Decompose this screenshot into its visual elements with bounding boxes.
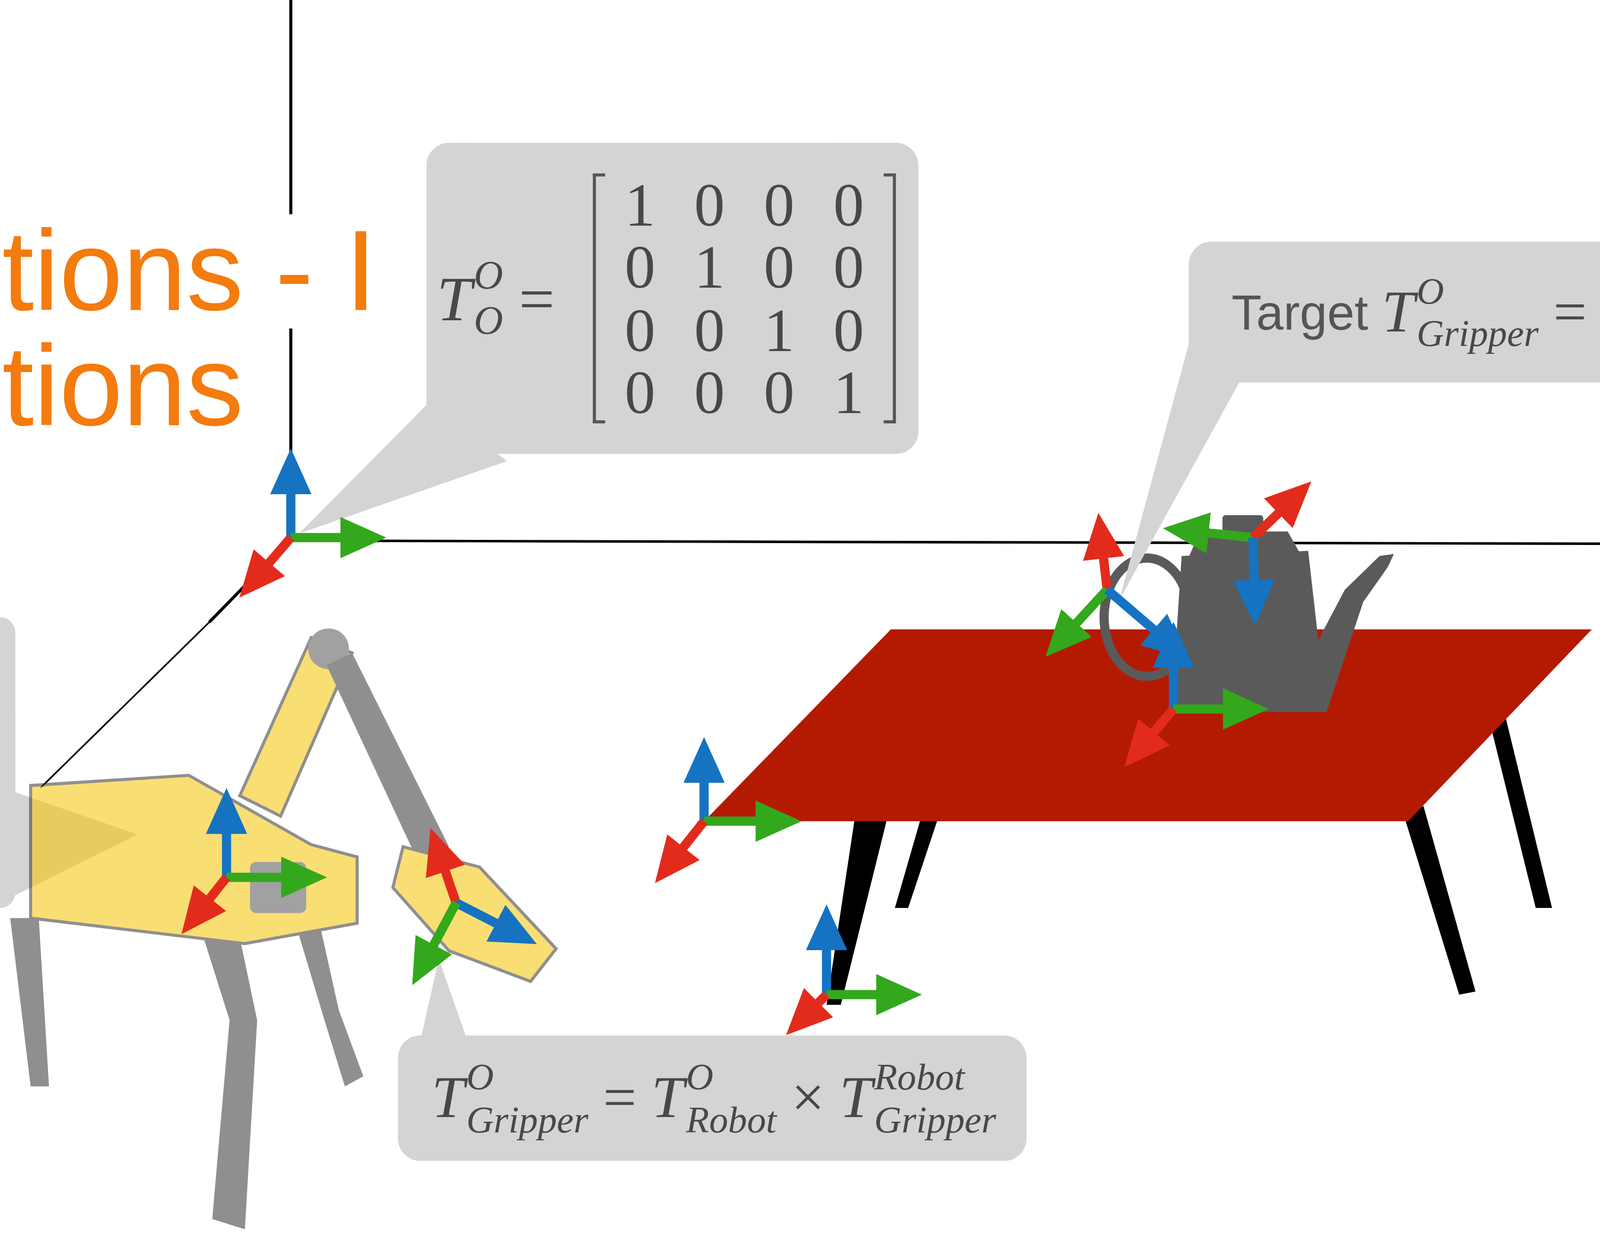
math-scripts: OO xyxy=(473,255,504,342)
x-axis-arrow xyxy=(815,994,827,1006)
y-axis-arrow xyxy=(226,872,286,883)
robot-arm xyxy=(326,652,450,863)
math-scripts: O Gripper xyxy=(466,1058,589,1139)
matrix-cell: 1 xyxy=(744,298,814,361)
robot-leg xyxy=(10,918,49,1087)
table-top xyxy=(704,629,1593,822)
y-axis-arrow xyxy=(290,533,346,543)
matrix-cell: 0 xyxy=(605,298,675,361)
matrix-bracket xyxy=(883,173,896,424)
math-variable: T xyxy=(839,1068,873,1129)
z-axis-arrow xyxy=(286,489,296,538)
matrix-cell: 0 xyxy=(813,235,884,299)
teapot-lid xyxy=(1188,531,1303,558)
callout-box: TOO=1000010000100001 xyxy=(426,142,919,455)
z-axis-arrow xyxy=(1107,589,1157,633)
y-axis-arrow xyxy=(704,817,761,827)
math-subscript: Robot xyxy=(685,1100,777,1139)
y-axis-arrow xyxy=(826,990,881,1000)
matrix: 1000010000100001 xyxy=(592,173,897,424)
robot-body xyxy=(30,775,358,944)
callout-box: TargetTO Gripper = xyxy=(1188,242,1600,383)
math-variable: T xyxy=(431,1068,465,1129)
x-axis-arrow xyxy=(1253,510,1282,538)
x-axis-arrow xyxy=(443,867,457,904)
x-axis-arrow xyxy=(1150,709,1174,736)
math-operator: × xyxy=(791,1068,825,1129)
matrix-cell: 1 xyxy=(813,361,884,424)
z-axis-arrow xyxy=(1253,537,1254,585)
math-symbol: TOO xyxy=(436,255,504,342)
matrix-cell: 0 xyxy=(605,361,675,424)
x-axis-arrow xyxy=(1102,554,1108,590)
math-superscript: O xyxy=(466,1058,494,1096)
math-subscript: O xyxy=(473,301,504,342)
x-axis-arrow xyxy=(207,877,227,903)
callout-pointer xyxy=(420,959,468,1041)
y-axis-arrow xyxy=(431,903,457,949)
table-leg xyxy=(894,816,939,909)
world-axis-line xyxy=(41,622,210,788)
y-axis-arrow xyxy=(1073,589,1108,627)
matrix-cell: 0 xyxy=(674,173,745,236)
x-axis-arrow xyxy=(266,537,291,567)
z-axis-arrow xyxy=(1169,663,1179,709)
matrix-cell: 1 xyxy=(674,235,745,299)
matrix-bracket xyxy=(592,173,606,424)
math-subscript: Gripper xyxy=(1416,314,1539,353)
math-scripts: O Robot xyxy=(685,1058,777,1139)
y-axis-arrow xyxy=(1173,704,1228,714)
z-axis-arrow xyxy=(456,903,500,926)
coordinate-frames xyxy=(207,489,1282,1006)
math-symbol: TRobotGripper xyxy=(839,1058,997,1139)
math-operator: = xyxy=(602,1068,637,1129)
matrix-cell: 0 xyxy=(674,361,745,424)
robot-leg xyxy=(199,923,258,1230)
math-superscript: O xyxy=(1416,271,1445,310)
robot-gripper xyxy=(392,846,556,982)
matrix-cell: 0 xyxy=(744,173,814,236)
callout-label: Target xyxy=(1231,287,1369,337)
teapot-body xyxy=(1171,551,1327,713)
z-axis-arrow xyxy=(822,945,832,995)
world-axis-line xyxy=(290,540,1600,545)
callout-box: TOGripper=TORobot×TRobotGripper xyxy=(397,1035,1027,1161)
z-axis-arrow xyxy=(699,778,709,822)
matrix-cell: 0 xyxy=(605,235,675,299)
table-leg xyxy=(1487,711,1552,908)
math-symbol: TO Gripper xyxy=(431,1058,589,1139)
robot-leg xyxy=(293,918,364,1087)
table-leg xyxy=(826,816,888,1006)
math-superscript: O xyxy=(685,1058,714,1096)
math-symbol: TO Gripper xyxy=(1381,271,1539,353)
table-leg xyxy=(1404,806,1476,996)
robot-sensor xyxy=(249,862,306,914)
math-variable: T xyxy=(436,267,472,331)
matrix-cell: 0 xyxy=(813,173,884,236)
y-axis-arrow xyxy=(1204,532,1254,538)
math-superscript: O xyxy=(473,255,504,297)
math-operator: = xyxy=(1553,282,1587,342)
matrix-cell: 0 xyxy=(744,235,814,299)
slide-title: tions - I xyxy=(1,214,380,329)
math-scripts: RobotGripper xyxy=(874,1058,997,1139)
math-variable: T xyxy=(1381,282,1415,342)
math-scripts: O Gripper xyxy=(1416,271,1539,353)
slide-title: tions xyxy=(1,329,247,444)
matrix-cell: 0 xyxy=(813,298,884,361)
z-axis-arrow xyxy=(221,829,232,878)
math-operator: = xyxy=(519,267,555,331)
math-subscript: Gripper xyxy=(874,1100,997,1139)
x-axis-arrow xyxy=(680,821,704,851)
matrix-cell: 0 xyxy=(744,361,814,424)
matrix-cell: 1 xyxy=(605,173,675,236)
math-subscript: Gripper xyxy=(466,1100,589,1139)
math-symbol: TO Robot xyxy=(651,1058,777,1139)
math-superscript: Robot xyxy=(874,1058,965,1096)
math-variable: T xyxy=(651,1068,685,1129)
matrix-grid: 1000010000100001 xyxy=(605,173,884,424)
matrix-cell: 0 xyxy=(674,298,745,361)
